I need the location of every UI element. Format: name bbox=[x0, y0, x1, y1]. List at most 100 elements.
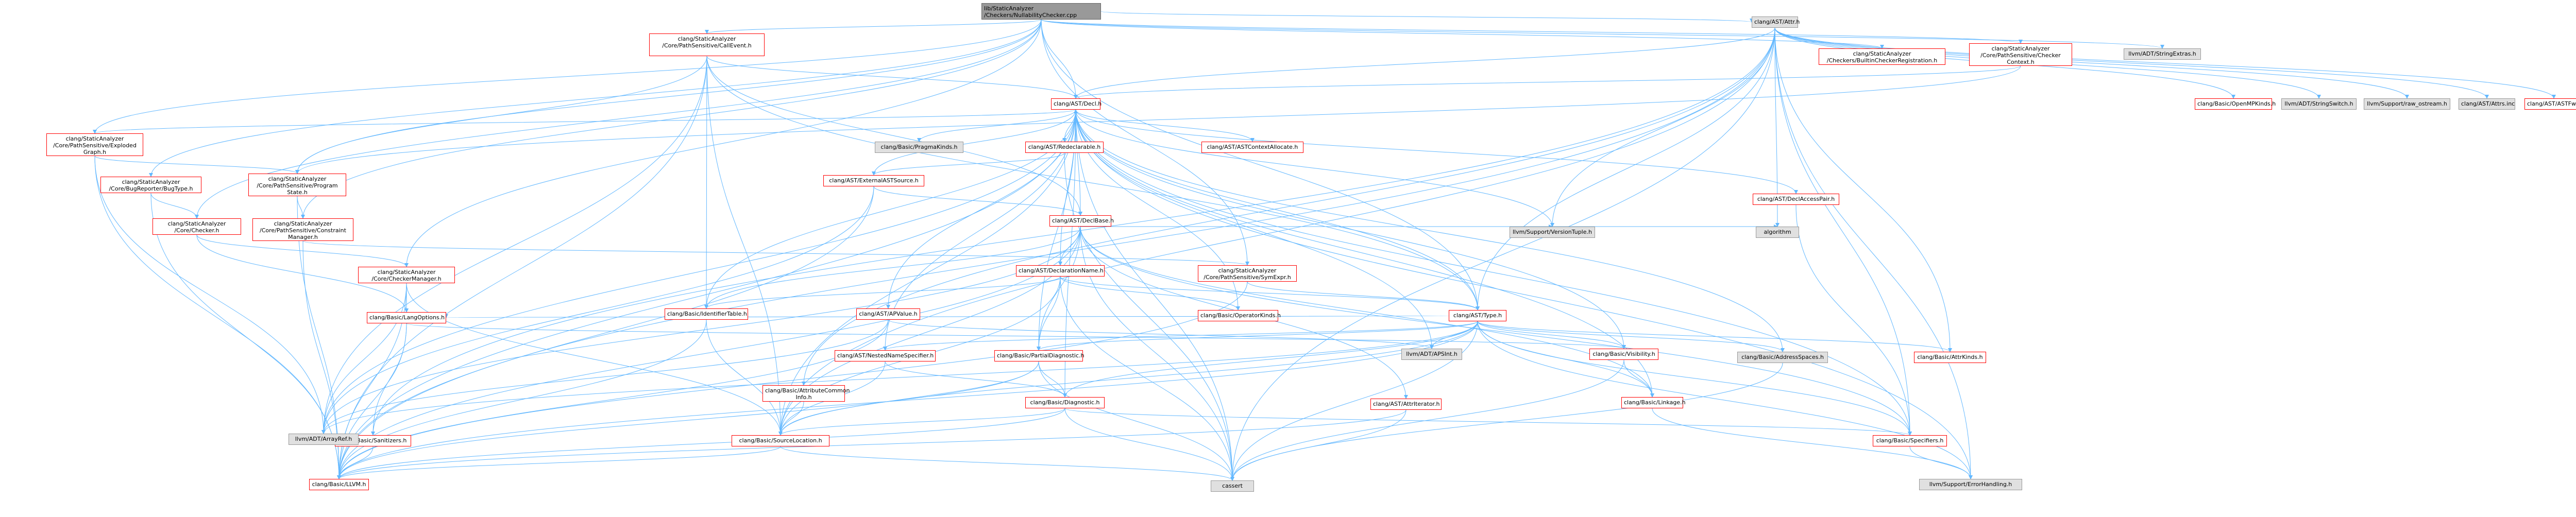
edge-attr-to-type bbox=[1476, 27, 1775, 311]
graph-node-label-line: clang/StaticAnalyzer bbox=[677, 36, 736, 42]
graph-node-apvalue[interactable]: clang/AST/APValue.h bbox=[856, 308, 920, 320]
graph-node-errorhandling[interactable]: llvm/Support/ErrorHandling.h bbox=[1919, 479, 2022, 490]
graph-node-algorithm[interactable]: algorithm bbox=[1756, 227, 1799, 238]
graph-node-addressspaces[interactable]: clang/Basic/AddressSpaces.h bbox=[1737, 352, 1828, 363]
graph-node-diagnostic[interactable]: clang/Basic/Diagnostic.h bbox=[1025, 397, 1105, 408]
edge-root-to-constraintmgr bbox=[301, 19, 1042, 219]
graph-node-specifiers[interactable]: clang/Basic/Specifiers.h bbox=[1873, 435, 1947, 446]
graph-node-declbase[interactable]: clang/AST/DeclBase.h bbox=[1049, 215, 1114, 227]
edge-decl-to-addressspaces bbox=[1075, 109, 1785, 352]
graph-node-label-line: clang/StaticAnalyzer bbox=[268, 176, 327, 182]
graph-node-cassert[interactable]: cassert bbox=[1211, 480, 1254, 492]
graph-node-attriterator[interactable]: clang/AST/AttrIterator.h bbox=[1370, 399, 1442, 410]
graph-node-symexpr[interactable]: clang/StaticAnalyzer/Core/PathSensitive/… bbox=[1198, 265, 1297, 282]
graph-node-attrkinds[interactable]: clang/Basic/AttrKinds.h bbox=[1914, 352, 1986, 363]
graph-node-label-line: clang/Basic/OpenMPKinds.h bbox=[2197, 100, 2276, 107]
edge-decl-to-llvm bbox=[337, 109, 1076, 479]
edge-externalastsource-to-arrayref bbox=[321, 186, 874, 434]
edge-decl-to-identifiertable bbox=[704, 109, 1076, 309]
graph-node-label-line: clang/Basic/LLVM.h bbox=[312, 481, 366, 488]
graph-node-attr[interactable]: clang/AST/Attr.h bbox=[1752, 16, 1800, 28]
graph-node-pragmakinds[interactable]: clang/Basic/PragmaKinds.h bbox=[875, 142, 963, 153]
graph-node-label-line: clang/AST/ASTFwd.h bbox=[2527, 100, 2576, 107]
graph-node-decl[interactable]: clang/AST/Decl.h bbox=[1051, 98, 1101, 110]
edge-root-to-stringextras bbox=[1041, 19, 2164, 49]
edge-type-to-arrayref bbox=[321, 321, 1478, 434]
graph-node-programstate[interactable]: clang/StaticAnalyzer/Core/PathSensitive/… bbox=[248, 174, 346, 196]
graph-node-checker[interactable]: clang/StaticAnalyzer/Core/Checker.h bbox=[152, 218, 241, 235]
graph-node-astfwd[interactable]: clang/AST/ASTFwd.h bbox=[2524, 98, 2576, 110]
edge-explodedgraph-to-arrayref bbox=[94, 156, 326, 434]
graph-node-nestednamespecifier[interactable]: clang/AST/NestedNameSpecifier.h bbox=[835, 350, 936, 361]
edge-externalastsource-to-declbase bbox=[873, 186, 1082, 216]
graph-node-label-line: clang/Basic/PartialDiagnostic.h bbox=[997, 352, 1084, 359]
edge-attr-to-sanitizers bbox=[371, 27, 1775, 436]
graph-node-checkercontext[interactable]: clang/StaticAnalyzer/Core/PathSensitive/… bbox=[1969, 43, 2072, 66]
edge-checkercontext-to-programstate bbox=[295, 65, 2021, 174]
graph-node-llvm[interactable]: clang/Basic/LLVM.h bbox=[309, 479, 369, 490]
graph-node-label-line: llvm/Support/ErrorHandling.h bbox=[1929, 481, 2012, 488]
edge-diagnostic-to-sourcelocation bbox=[778, 408, 1065, 436]
graph-node-checkermanager[interactable]: clang/StaticAnalyzer/Core/CheckerManager… bbox=[358, 267, 455, 283]
graph-node-astcontextallocate[interactable]: clang/AST/ASTContextAllocate.h bbox=[1201, 142, 1303, 153]
graph-node-label-line: State.h bbox=[287, 189, 308, 196]
graph-node-rawostream[interactable]: llvm/Support/raw_ostream.h bbox=[2364, 98, 2450, 110]
graph-node-label-line: llvm/ADT/APSInt.h bbox=[1406, 351, 1458, 357]
edge-bugtype-to-llvm bbox=[150, 193, 341, 479]
graph-node-constraintmgr[interactable]: clang/StaticAnalyzer/Core/PathSensitive/… bbox=[252, 218, 353, 241]
graph-node-declarationname[interactable]: clang/AST/DeclarationName.h bbox=[1016, 265, 1105, 277]
graph-node-bugtype[interactable]: clang/StaticAnalyzer/Core/BugReporter/Bu… bbox=[100, 177, 201, 193]
graph-node-declaccesspair[interactable]: clang/AST/DeclAccessPair.h bbox=[1753, 194, 1839, 205]
edge-root-to-type bbox=[1041, 19, 1480, 311]
graph-node-stringswitch[interactable]: llvm/ADT/StringSwitch.h bbox=[2281, 98, 2357, 110]
edge-decl-to-astcontextallocate bbox=[1075, 109, 1255, 142]
edge-layer bbox=[93, 11, 2556, 481]
graph-node-builtinreg[interactable]: clang/StaticAnalyzer/Checkers/BuiltinChe… bbox=[1819, 48, 1945, 65]
graph-node-label-line: clang/Basic/Linkage.h bbox=[1624, 399, 1686, 406]
edge-attriterator-to-cassert bbox=[1230, 409, 1406, 481]
graph-node-label-line: Manager.h bbox=[288, 234, 318, 240]
graph-node-visibility[interactable]: clang/Basic/Visibility.h bbox=[1589, 349, 1658, 360]
graph-node-linkage[interactable]: clang/Basic/Linkage.h bbox=[1621, 397, 1686, 408]
graph-node-redeclarable[interactable]: clang/AST/Redeclarable.h bbox=[1025, 142, 1104, 153]
edge-programstate-to-llvm bbox=[297, 196, 341, 479]
graph-node-sourcelocation[interactable]: clang/Basic/SourceLocation.h bbox=[732, 435, 829, 446]
graph-node-apsint[interactable]: llvm/ADT/APSInt.h bbox=[1401, 349, 1462, 360]
edge-attriterator-to-llvm bbox=[337, 409, 1406, 479]
graph-node-label-line: llvm/ADT/StringExtras.h bbox=[2128, 50, 2196, 57]
graph-node-label-line: clang/Basic/PragmaKinds.h bbox=[880, 144, 958, 150]
edge-type-to-attrkinds bbox=[1477, 321, 1952, 352]
graph-node-svalbuilder[interactable]: clang/StaticAnalyzer/Core/PathSensitive/… bbox=[649, 33, 765, 56]
graph-node-langoptions[interactable]: clang/Basic/LangOptions.h bbox=[367, 312, 446, 323]
graph-node-label-line: clang/Basic/AttrKinds.h bbox=[1917, 354, 1983, 360]
graph-node-stringextras[interactable]: llvm/ADT/StringExtras.h bbox=[2124, 48, 2201, 60]
graph-node-root: lib/StaticAnalyzer/Checkers/NullabilityC… bbox=[981, 3, 1101, 20]
graph-node-externalastsource[interactable]: clang/AST/ExternalASTSource.h bbox=[823, 175, 924, 186]
edge-svalbuilder-to-arrayref bbox=[321, 56, 707, 434]
graph-node-operatorkinds[interactable]: clang/Basic/OperatorKinds.h bbox=[1198, 310, 1281, 321]
edge-type-to-nestednamespecifier bbox=[883, 321, 1478, 351]
edge-attr-to-rawostream bbox=[1774, 27, 2409, 99]
edge-diagnostic-to-cassert bbox=[1064, 408, 1234, 481]
graph-node-openmpkinds[interactable]: clang/Basic/OpenMPKinds.h bbox=[2195, 98, 2276, 110]
graph-node-attrsinc[interactable]: clang/AST/Attrs.inc bbox=[2459, 98, 2515, 110]
graph-node-label-line: /Core/BugReporter/BugType.h bbox=[109, 185, 193, 192]
graph-node-label-line: clang/AST/ExternalASTSource.h bbox=[829, 177, 919, 184]
graph-node-label-line: clang/Basic/Specifiers.h bbox=[1876, 437, 1944, 444]
graph-node-identifiertable[interactable]: clang/Basic/IdentifierTable.h bbox=[665, 308, 748, 320]
edge-identifiertable-to-sourcelocation bbox=[706, 319, 783, 436]
graph-node-explodedgraph[interactable]: clang/StaticAnalyzer/Core/PathSensitive/… bbox=[46, 133, 143, 156]
graph-node-label-line: clang/StaticAnalyzer bbox=[65, 135, 124, 142]
edge-symexpr-to-type bbox=[1247, 281, 1480, 311]
edge-type-to-visibility bbox=[1477, 321, 1626, 349]
graph-node-versiontuple[interactable]: llvm/Support/VersionTuple.h bbox=[1510, 227, 1595, 238]
edge-decl-to-pragmakinds bbox=[917, 109, 1076, 142]
graph-node-label-line: clang/StaticAnalyzer bbox=[122, 179, 180, 185]
graph-node-type[interactable]: clang/AST/Type.h bbox=[1449, 310, 1506, 321]
edge-checker-to-checkermanager bbox=[196, 234, 409, 267]
graph-node-partialdiagnostic[interactable]: clang/Basic/PartialDiagnostic.h bbox=[994, 350, 1084, 361]
graph-node-label-line: clang/Basic/AddressSpaces.h bbox=[1741, 354, 1824, 360]
graph-node-arrayref[interactable]: llvm/ADT/ArrayRef.h bbox=[289, 434, 359, 445]
edge-root-to-explodedgraph bbox=[93, 19, 1042, 134]
